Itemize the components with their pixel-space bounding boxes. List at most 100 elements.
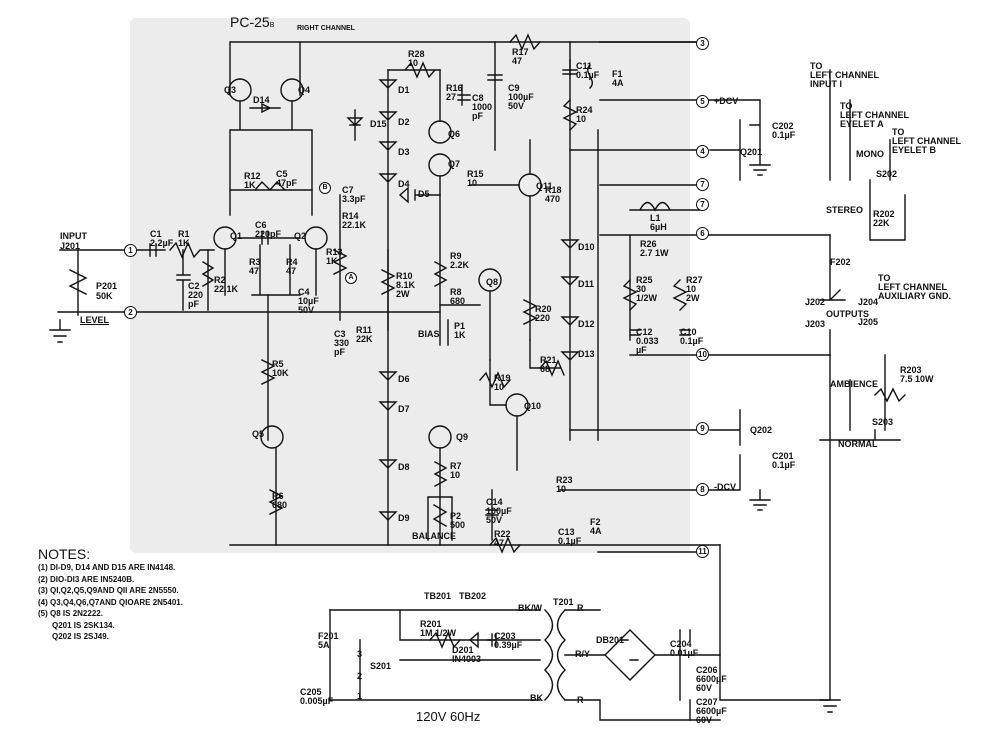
wire-r1-label: R — [577, 603, 584, 613]
balance-label: BALANCE — [412, 531, 456, 541]
terminal-3: 3 — [696, 37, 709, 50]
q6-label: Q6 — [448, 129, 461, 139]
terminal-1: 1 — [124, 244, 137, 257]
title-suffix: B — [269, 22, 275, 29]
d6-label: D6 — [398, 374, 410, 384]
terminal-9: 9 — [696, 422, 709, 435]
note-2: (2) DIO-DI3 ARE IN5240B. — [38, 574, 135, 584]
d9-label: D9 — [398, 513, 410, 523]
note-5-extra-1: Q201 IS 2SK134. — [52, 620, 115, 630]
terminal-5: 5 — [696, 95, 709, 108]
wire-ry-label: R/Y — [575, 649, 591, 659]
notes-heading: NOTES: — [38, 546, 91, 562]
bias-label: BIAS — [418, 329, 440, 339]
q5-label: Q5 — [252, 429, 265, 439]
q4-label: Q4 — [298, 85, 311, 95]
title-text: PC-25 — [230, 14, 270, 30]
tb202-label: TB202 — [459, 591, 487, 601]
d8-label: D8 — [398, 462, 410, 472]
q7-label: Q7 — [448, 159, 461, 169]
note-4: (4) Q3,Q4,Q6,Q7AND QIOARE 2N5401. — [38, 597, 183, 607]
stereo-label: STEREO — [826, 205, 864, 215]
d10-label: D10 — [578, 242, 595, 252]
d11-label: D11 — [578, 279, 595, 289]
q11-label: Q11 — [536, 181, 553, 191]
wire-bk-label: BK — [530, 693, 543, 703]
note-3: (3) QI,Q2,Q5,Q9AND QII ARE 2N5550. — [38, 586, 179, 595]
note-1: (1) DI-D9, D14 AND D15 ARE IN4148. — [38, 563, 176, 572]
note-5: (5) Q8 IS 2N2222. — [38, 609, 103, 618]
terminal-7a: 7 — [696, 178, 709, 191]
d4-label: D4 — [398, 179, 410, 189]
f202-label: F202 — [830, 257, 851, 267]
d7-label: D7 — [398, 404, 410, 414]
terminal-11: 11 — [696, 545, 709, 558]
s202-label: S202 — [876, 169, 898, 179]
q8-label: Q8 — [486, 277, 499, 287]
amplifier-board-area — [130, 18, 690, 553]
terminal-6: 6 — [696, 227, 709, 240]
q10-label: Q10 — [524, 401, 542, 411]
mono-label: MONO — [856, 149, 884, 159]
mains-label: 120V 60Hz — [416, 709, 481, 724]
input-label: INPUT — [60, 231, 87, 241]
channel-label: RIGHT CHANNEL — [297, 25, 355, 32]
input-jack-label: J201 — [60, 241, 81, 251]
terminal-2: 2 — [124, 306, 137, 319]
tb201-label: TB201 — [424, 591, 452, 601]
s201-label: S201 — [370, 661, 392, 671]
s201-pin-1: 1 — [357, 691, 363, 701]
normal-label: NORMAL — [838, 439, 878, 449]
q9-label: Q9 — [456, 432, 469, 442]
d5-label: D5 — [418, 189, 430, 199]
terminal-7b: 7 — [696, 198, 709, 211]
s203-label: S203 — [872, 417, 894, 427]
wire-bkw-label: BK/W — [518, 603, 542, 613]
s201-pin-2: 2 — [357, 671, 363, 681]
j202-label: J202 — [805, 297, 826, 307]
